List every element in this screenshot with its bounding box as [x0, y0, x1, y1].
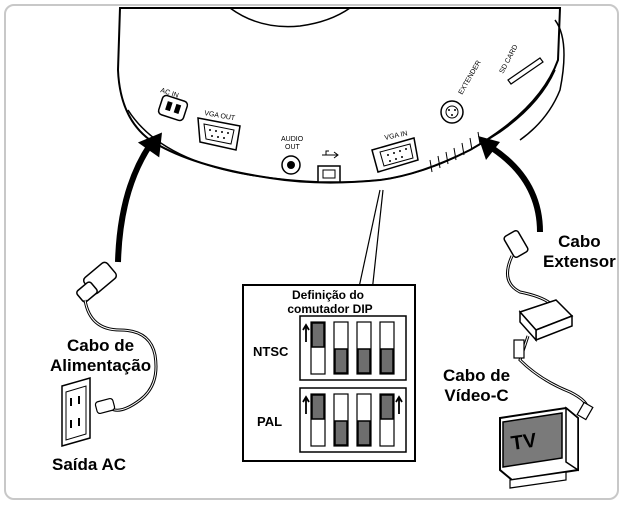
- usb-port: [317, 150, 341, 183]
- up-arrow-icon: [302, 395, 310, 414]
- extender-cable-label-line1: Cabo: [558, 232, 601, 251]
- video-cable-label-line1: Cabo de: [443, 366, 511, 385]
- dip-switch-on: [311, 394, 325, 420]
- vga-in-port: [371, 137, 419, 173]
- extender-arrow: [478, 136, 543, 233]
- dip-title-line2: comutador DIP: [287, 302, 372, 316]
- ac-outlet: [61, 377, 116, 447]
- dip-callout-lines: [357, 189, 384, 293]
- power-cable: [76, 261, 158, 412]
- audio-out-label-line1: AUDIO: [281, 136, 304, 143]
- up-arrow-icon: [302, 323, 310, 342]
- tv: [499, 406, 579, 489]
- power-arrow: [115, 132, 162, 263]
- dip-switch-on: [380, 394, 394, 420]
- audio-out-label-line2: OUT: [285, 144, 301, 151]
- tv-screen: [502, 412, 563, 468]
- dip-switch-off: [334, 348, 348, 374]
- power-cable-label-line1: Cabo de: [67, 336, 135, 355]
- ac-outlet-label: Saída AC: [52, 455, 127, 474]
- vga-in-label: VGA IN: [384, 130, 408, 142]
- video-cable: [513, 335, 594, 421]
- dip-row-label-ntsc: NTSC: [253, 344, 289, 359]
- document-camera-base: [116, 7, 565, 184]
- dip-title-line1: Definição do: [292, 288, 364, 302]
- up-arrow-icon: [395, 395, 403, 414]
- dip-switch-off: [334, 420, 348, 446]
- dip-switch-off: [357, 348, 371, 374]
- extender-port: [440, 100, 464, 124]
- extender-cable-label-line2: Extensor: [543, 251, 616, 271]
- dip-switch-off: [357, 420, 371, 446]
- dip-switch-off: [380, 348, 394, 374]
- power-cable-label-line2: Alimentação: [50, 355, 152, 375]
- cable-splitter: [518, 299, 574, 342]
- dip-row-label-pal: PAL: [257, 414, 282, 429]
- video-cable-label: Cabo de Vídeo-C: [443, 366, 510, 405]
- audio-out-jack: [281, 155, 301, 175]
- tv-label: TV: [510, 430, 539, 455]
- video-cable-label-line2: Vídeo-C: [444, 385, 509, 405]
- dip-switches: [302, 321, 403, 447]
- power-cable-label: Cabo de Alimentação: [50, 336, 151, 375]
- vga-out-port: [197, 117, 241, 151]
- dip-switch-on: [311, 322, 325, 348]
- extender-cable-label: Cabo Extensor: [543, 232, 616, 271]
- ac-in-port: [157, 94, 189, 122]
- sd-card-slot: [507, 57, 544, 85]
